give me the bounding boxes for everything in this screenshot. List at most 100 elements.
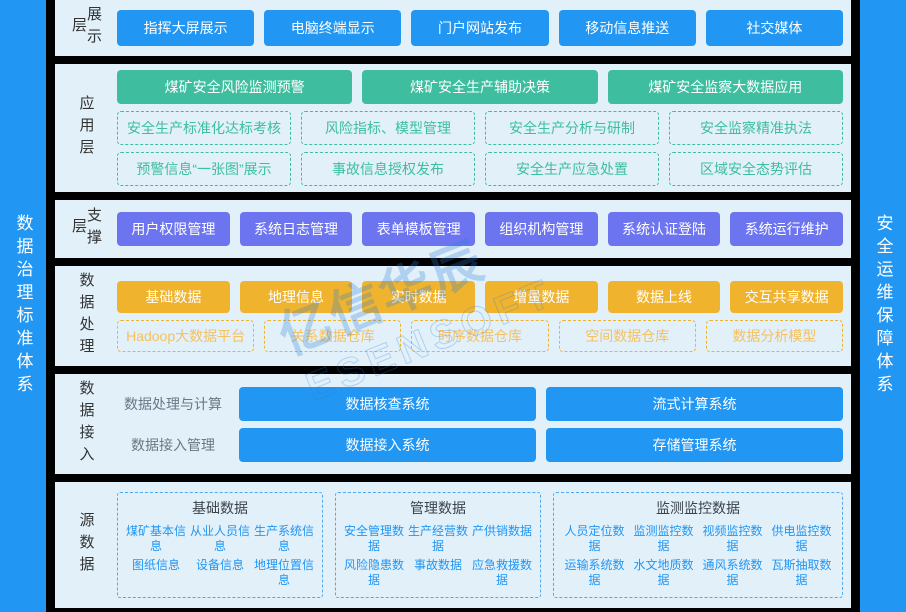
source-management-item-3[interactable]: 风险隐患数据	[343, 558, 404, 587]
dp-bottom-item-0[interactable]: Hadoop大数据平台	[117, 319, 255, 352]
layer-support-label-wrap: 支撑层	[55, 206, 117, 252]
application-bottom-item-2[interactable]: 安全生产应急处置	[485, 152, 659, 186]
source-box-basic-grid: 煤矿基本信息 从业人员信息 生产系统信息 图纸信息 设备信息 地理位置信息	[124, 522, 316, 590]
dp-bottom-item-1[interactable]: 关系数据仓库	[264, 319, 402, 352]
display-item-4[interactable]: 社交媒体	[705, 10, 844, 46]
support-item-1[interactable]: 系统日志管理	[239, 212, 353, 246]
layers-column: 展示层 指挥大屏展示 电脑终端显示 门户网站发布 移动信息推送 社交媒体 应用层…	[55, 0, 851, 612]
application-top-item-1[interactable]: 煤矿安全生产辅助决策	[362, 70, 598, 104]
source-box-basic-title: 基础数据	[192, 500, 248, 516]
application-top-item-0[interactable]: 煤矿安全风险监测预警	[117, 70, 353, 104]
source-management-item-4[interactable]: 事故数据	[413, 558, 462, 572]
source-management-item-1[interactable]: 生产经营数据	[407, 524, 468, 553]
dp-top-item-0[interactable]: 基础数据	[117, 280, 230, 313]
layer-application-label: 应用层	[77, 95, 95, 161]
dp-top-item-4[interactable]: 数据上线	[607, 280, 721, 313]
source-box-management-title: 管理数据	[410, 500, 466, 516]
application-bottom-item-3[interactable]: 区域安全态势评估	[669, 152, 843, 186]
layer-application-body: 煤矿安全风险监测预警 煤矿安全生产辅助决策 煤矿安全监察大数据应用 安全生产标准…	[117, 70, 843, 186]
layer-data-processing: 数据处理 基础数据 地理信息 实时数据 增量数据 数据上线 交互共享数据 Had…	[55, 266, 851, 366]
dp-bottom-item-2[interactable]: 时序数据仓库	[411, 319, 549, 352]
source-monitoring-item-6[interactable]: 通风系统数据	[702, 558, 763, 587]
support-item-0[interactable]: 用户权限管理	[117, 212, 230, 246]
application-mid-item-3[interactable]: 安全监察精准执法	[669, 111, 843, 145]
source-basic-item-2[interactable]: 生产系统信息	[253, 524, 314, 553]
source-basic-item-0[interactable]: 煤矿基本信息	[125, 524, 186, 553]
source-monitoring-item-7[interactable]: 瓦斯抽取数据	[771, 558, 832, 587]
application-mid-item-2[interactable]: 安全生产分析与研制	[485, 111, 659, 145]
layer-display-label: 展示层	[70, 6, 102, 50]
source-monitoring-item-1[interactable]: 监测监控数据	[633, 524, 694, 553]
data-access-row-1: 数据接入管理 数据接入系统 存储管理系统	[117, 427, 843, 462]
display-item-3[interactable]: 移动信息推送	[558, 10, 696, 46]
data-processing-row-top: 基础数据 地理信息 实时数据 增量数据 数据上线 交互共享数据	[117, 280, 844, 313]
display-item-2[interactable]: 门户网站发布	[411, 10, 549, 46]
application-bottom-item-0[interactable]: 预警信息“一张图”展示	[117, 152, 291, 186]
source-monitoring-item-2[interactable]: 视频监控数据	[702, 524, 763, 553]
source-monitoring-item-0[interactable]: 人员定位数据	[564, 524, 625, 553]
data-access-cells-1: 数据接入系统 存储管理系统	[239, 427, 843, 462]
source-box-monitoring-grid: 人员定位数据 监测监控数据 视频监控数据 供电监控数据 运输系统数据 水文地质数…	[560, 522, 836, 590]
data-access-sublabel-0: 数据处理与计算	[124, 395, 222, 412]
dp-top-item-5[interactable]: 交互共享数据	[730, 280, 844, 313]
source-monitoring-item-3[interactable]: 供电监控数据	[771, 524, 832, 553]
source-management-item-5[interactable]: 应急救援数据	[471, 558, 532, 587]
support-item-3[interactable]: 组织机构管理	[485, 212, 598, 246]
layer-data-access-label: 数据接入	[77, 380, 95, 468]
source-management-item-0[interactable]: 安全管理数据	[343, 524, 404, 553]
display-item-0[interactable]: 指挥大屏展示	[117, 10, 255, 46]
support-row: 用户权限管理 系统日志管理 表单模板管理 组织机构管理 系统认证登陆 系统运行维…	[117, 212, 844, 246]
data-access-row-0: 数据处理与计算 数据核查系统 流式计算系统	[117, 386, 843, 421]
da-item-1-0[interactable]: 数据接入系统	[239, 427, 536, 462]
source-box-management-grid: 安全管理数据 生产经营数据 产供销数据 风险隐患数据 事故数据 应急救援数据	[342, 522, 534, 590]
layer-source-data: 源数据 基础数据 煤矿基本信息 从业人员信息 生产系统信息 图纸信息 设备信息 …	[55, 482, 851, 608]
da-item-0-1[interactable]: 流式计算系统	[546, 386, 843, 421]
layer-data-processing-label-wrap: 数据处理	[55, 272, 117, 360]
layer-support-body: 用户权限管理 系统日志管理 表单模板管理 组织机构管理 系统认证登陆 系统运行维…	[117, 206, 844, 252]
source-basic-item-5[interactable]: 地理位置信息	[253, 558, 314, 587]
display-row: 指挥大屏展示 电脑终端显示 门户网站发布 移动信息推送 社交媒体	[117, 10, 844, 46]
application-mid-item-1[interactable]: 风险指标、模型管理	[301, 111, 475, 145]
source-data-boxes: 基础数据 煤矿基本信息 从业人员信息 生产系统信息 图纸信息 设备信息 地理位置…	[117, 492, 843, 598]
da-item-0-0[interactable]: 数据核查系统	[239, 386, 536, 421]
application-row-mid: 安全生产标准化达标考核 风险指标、模型管理 安全生产分析与研制 安全监察精准执法	[117, 111, 843, 145]
support-item-5[interactable]: 系统运行维护	[730, 212, 844, 246]
dp-top-item-3[interactable]: 增量数据	[485, 280, 598, 313]
layer-data-processing-body: 基础数据 地理信息 实时数据 增量数据 数据上线 交互共享数据 Hadoop大数…	[117, 272, 844, 360]
left-rail-data-governance: 数据治理标准体系	[0, 0, 55, 612]
application-top-item-2[interactable]: 煤矿安全监察大数据应用	[607, 70, 843, 104]
layer-data-processing-label: 数据处理	[77, 272, 95, 360]
right-rail-security-ops: 安全运维保障体系	[851, 0, 906, 612]
left-rail-label: 数据治理标准体系	[13, 214, 33, 398]
support-item-2[interactable]: 表单模板管理	[362, 212, 476, 246]
layer-source-data-label-wrap: 源数据	[55, 492, 117, 598]
source-basic-item-3[interactable]: 图纸信息	[131, 558, 180, 572]
layer-data-access-body: 数据处理与计算 数据核查系统 流式计算系统 数据接入管理 数据接入系统 存储管理…	[117, 380, 843, 468]
da-item-1-1[interactable]: 存储管理系统	[546, 427, 843, 462]
layer-source-data-label: 源数据	[77, 512, 95, 578]
layer-support-label: 支撑层	[70, 207, 102, 251]
dp-bottom-item-4[interactable]: 数据分析模型	[705, 319, 844, 352]
source-basic-item-4[interactable]: 设备信息	[195, 558, 244, 572]
layer-support: 支撑层 用户权限管理 系统日志管理 表单模板管理 组织机构管理 系统认证登陆 系…	[55, 200, 851, 258]
layer-application: 应用层 煤矿安全风险监测预警 煤矿安全生产辅助决策 煤矿安全监察大数据应用 安全…	[55, 64, 851, 192]
source-box-management: 管理数据 安全管理数据 生产经营数据 产供销数据 风险隐患数据 事故数据 应急救…	[335, 492, 541, 598]
source-monitoring-item-4[interactable]: 运输系统数据	[564, 558, 625, 587]
dp-bottom-item-3[interactable]: 空间数据仓库	[558, 319, 696, 352]
layer-display-label-wrap: 展示层	[55, 0, 117, 56]
source-box-monitoring-title: 监测监控数据	[656, 500, 740, 516]
application-bottom-item-1[interactable]: 事故信息授权发布	[301, 152, 475, 186]
display-item-1[interactable]: 电脑终端显示	[264, 10, 402, 46]
source-basic-item-1[interactable]: 从业人员信息	[189, 524, 250, 553]
data-processing-row-bottom: Hadoop大数据平台 关系数据仓库 时序数据仓库 空间数据仓库 数据分析模型	[117, 319, 844, 352]
layer-data-access-label-wrap: 数据接入	[55, 380, 117, 468]
support-item-4[interactable]: 系统认证登陆	[607, 212, 721, 246]
application-row-bottom: 预警信息“一张图”展示 事故信息授权发布 安全生产应急处置 区域安全态势评估	[117, 152, 843, 186]
dp-top-item-1[interactable]: 地理信息	[239, 280, 353, 313]
application-mid-item-0[interactable]: 安全生产标准化达标考核	[117, 111, 291, 145]
dp-top-item-2[interactable]: 实时数据	[362, 280, 476, 313]
layer-data-access: 数据接入 数据处理与计算 数据核查系统 流式计算系统 数据接入管理 数据接入系统…	[55, 374, 851, 474]
source-management-item-2[interactable]: 产供销数据	[471, 524, 532, 538]
source-monitoring-item-5[interactable]: 水文地质数据	[633, 558, 694, 587]
